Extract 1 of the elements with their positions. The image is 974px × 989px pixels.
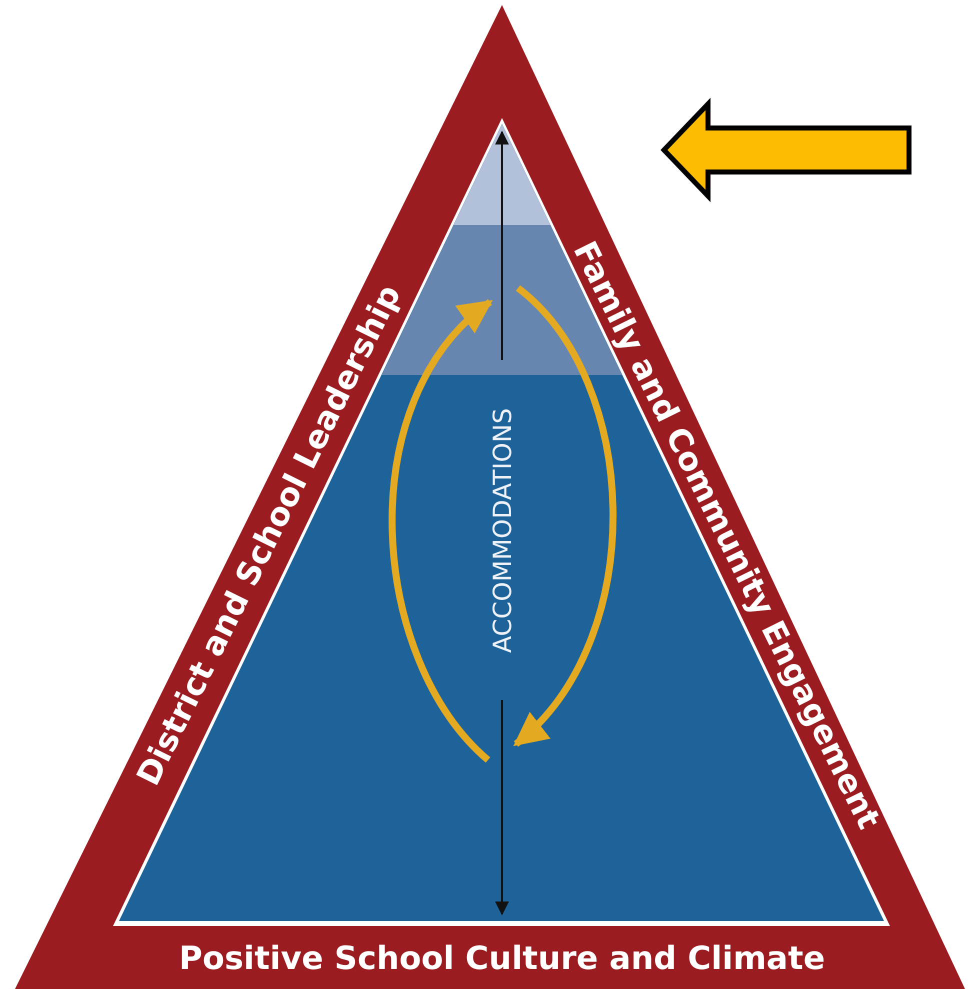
base-label: Positive School Culture and Climate bbox=[179, 939, 826, 977]
